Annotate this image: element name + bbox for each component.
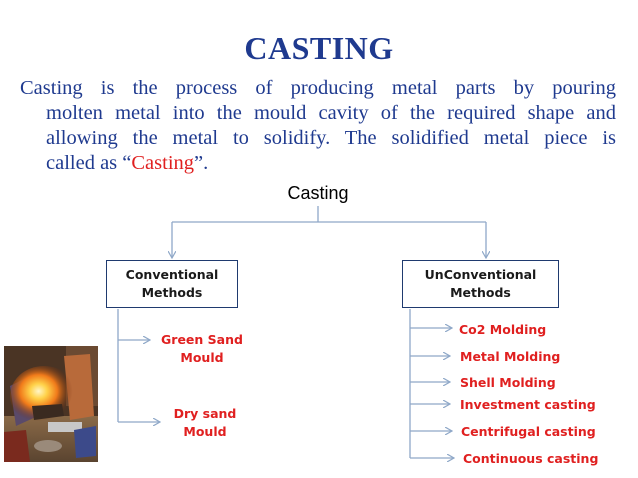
definition-paragraph: Casting is the process of producing meta… (20, 76, 616, 176)
leaf-co2-molding: Co2 Molding (459, 322, 547, 337)
diagram-root-label: Casting (287, 183, 349, 203)
leaf-green-sand-mould: Green Sand Mould (161, 332, 243, 365)
conventional-methods-box: Conventional Methods (106, 260, 238, 308)
paragraph-line-3: allowing the metal to solidify. The soli… (46, 127, 616, 149)
paragraph-line-2: molten metal into the mould cavity of th… (46, 102, 616, 124)
paragraph-line-4-prefix: called as “ (46, 152, 132, 174)
paragraph-line-4-suffix: ”. (194, 152, 209, 174)
page-title: CASTING (244, 30, 394, 66)
casting-highlight: Casting (131, 152, 195, 174)
foundry-pouring-photo (4, 346, 98, 462)
leaf-metal-molding: Metal Molding (460, 349, 561, 364)
unconventional-methods-box: UnConventional Methods (402, 260, 559, 308)
paragraph-line-4: called as “Casting”. (20, 151, 616, 176)
leaf-dry-sand-mould: Dry sand Mould (173, 406, 237, 439)
paragraph-line-1: Casting is the process of producing meta… (20, 77, 616, 99)
leaf-centrifugal-casting: Centrifugal casting (461, 424, 596, 439)
leaf-investment-casting: Investment casting (460, 397, 596, 412)
leaf-shell-molding: Shell Molding (460, 375, 556, 390)
leaf-continuous-casting: Continuous casting (463, 451, 599, 466)
